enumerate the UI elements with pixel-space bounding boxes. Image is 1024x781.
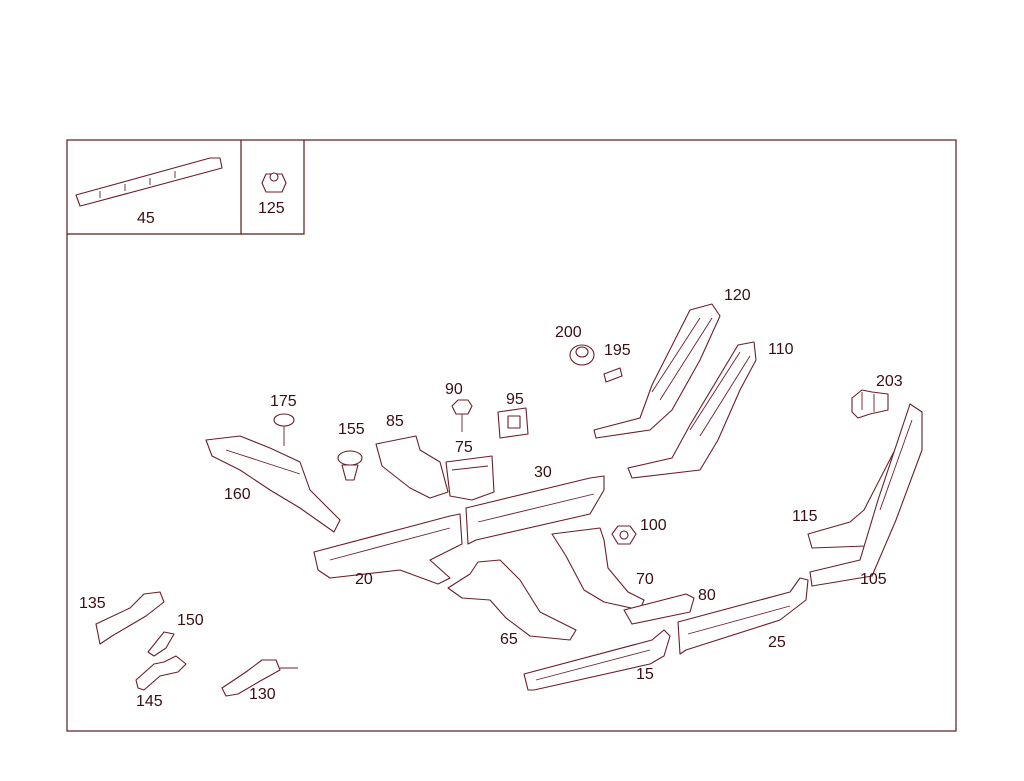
part-label-160: 160 xyxy=(224,486,251,503)
part-80 xyxy=(623,593,695,625)
part-200 xyxy=(569,344,595,366)
part-125 xyxy=(261,172,287,193)
part-75 xyxy=(445,455,495,501)
part-65 xyxy=(447,559,577,641)
inset-box-125 xyxy=(241,140,305,235)
part-85 xyxy=(375,435,449,499)
part-95 xyxy=(497,407,529,439)
part-label-30: 30 xyxy=(534,464,552,481)
part-label-90: 90 xyxy=(445,381,463,398)
part-45 xyxy=(75,157,223,207)
part-label-110: 110 xyxy=(768,341,794,358)
part-100 xyxy=(611,525,637,545)
part-label-125: 125 xyxy=(258,200,285,217)
part-label-155: 155 xyxy=(338,421,365,438)
part-label-115: 115 xyxy=(792,508,818,525)
part-155 xyxy=(337,450,363,481)
part-label-45: 45 xyxy=(137,210,155,227)
part-label-120: 120 xyxy=(724,287,751,304)
part-195 xyxy=(603,367,623,383)
part-label-65: 65 xyxy=(500,631,518,648)
part-203 xyxy=(851,389,889,419)
part-label-145: 145 xyxy=(136,693,163,710)
diagram-frame xyxy=(66,139,957,732)
part-label-105: 105 xyxy=(860,571,887,588)
part-label-195: 195 xyxy=(604,342,631,359)
part-105 xyxy=(809,403,923,587)
part-label-80: 80 xyxy=(698,587,716,604)
part-label-85: 85 xyxy=(386,413,404,430)
part-120 xyxy=(593,303,721,439)
part-label-175: 175 xyxy=(270,393,297,410)
part-135 xyxy=(95,591,165,645)
part-30 xyxy=(465,475,605,545)
part-150 xyxy=(147,631,175,657)
part-label-130: 130 xyxy=(249,686,276,703)
part-70 xyxy=(551,527,645,611)
part-label-70: 70 xyxy=(636,571,654,588)
part-label-200: 200 xyxy=(555,324,582,341)
part-20 xyxy=(313,513,463,585)
part-label-15: 15 xyxy=(636,666,654,683)
part-160 xyxy=(205,435,341,533)
part-25 xyxy=(677,577,809,655)
part-145 xyxy=(135,655,187,691)
part-110 xyxy=(627,341,757,479)
part-label-25: 25 xyxy=(768,634,786,651)
part-label-150: 150 xyxy=(177,612,204,629)
part-label-95: 95 xyxy=(506,391,524,408)
part-175 xyxy=(273,413,295,446)
part-label-75: 75 xyxy=(455,439,473,456)
part-label-100: 100 xyxy=(640,517,667,534)
part-label-20: 20 xyxy=(355,571,373,588)
part-label-135: 135 xyxy=(79,595,106,612)
part-label-203: 203 xyxy=(876,373,903,390)
part-90 xyxy=(451,399,473,432)
part-130 xyxy=(221,659,298,697)
part-15 xyxy=(523,629,671,691)
